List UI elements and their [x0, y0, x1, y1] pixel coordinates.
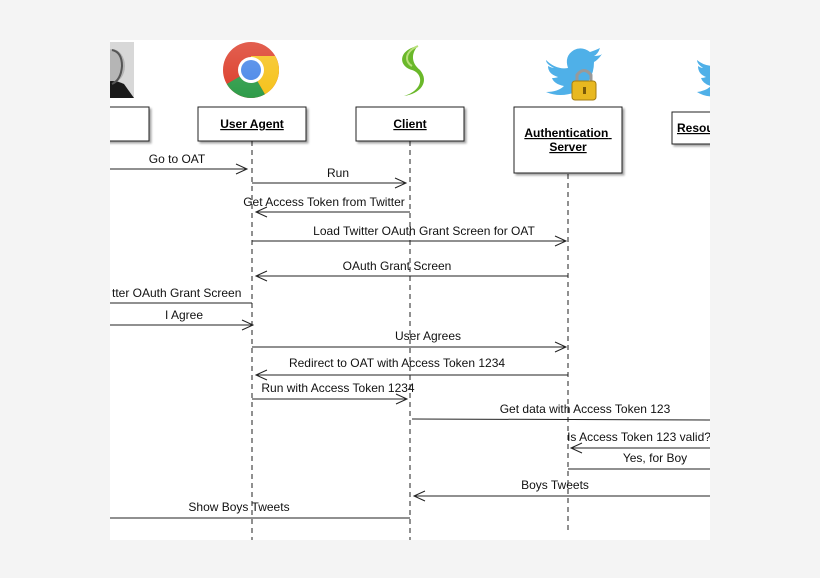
message-3: Load Twitter OAuth Grant Screen for OAT: [252, 224, 568, 247]
message-label: tter OAuth Grant Screen: [112, 286, 241, 300]
chrome-icon: [223, 42, 279, 98]
message-label: Boys Tweets: [521, 478, 589, 492]
message-10: Get data with Access Token 123: [411, 402, 710, 421]
message-5: tter OAuth Grant Screen: [110, 286, 252, 304]
message-label: Load Twitter OAuth Grant Screen for OAT: [313, 224, 535, 238]
user-photo-icon: [110, 42, 134, 98]
message-label: Go to OAT: [149, 152, 206, 166]
message-7: User Agrees: [252, 329, 568, 353]
message-label: Run with Access Token 1234: [261, 381, 415, 395]
message-label: Is Access Token 123 valid?: [567, 430, 710, 444]
twitter-lock-icon: [546, 48, 602, 101]
message-11: Is Access Token 123 valid?: [567, 430, 710, 454]
sequence-diagram: User Agent Client Authentication Server …: [110, 42, 710, 540]
message-8: Redirect to OAT with Access Token 1234: [254, 356, 568, 381]
message-label: I Agree: [165, 308, 203, 322]
twitter-bird-icon: [697, 60, 710, 97]
diagram-panel: User Agent Client Authentication Server …: [110, 40, 710, 540]
participant-resource-server: Resou: [671, 111, 710, 145]
message-label: OAuth Grant Screen: [343, 259, 452, 273]
participant-label: Authentication Server: [524, 126, 611, 154]
message-label: Yes, for Boy: [623, 451, 687, 465]
participant-client: Client: [355, 106, 465, 142]
message-13: Boys Tweets: [412, 478, 710, 502]
message-label: User Agrees: [395, 329, 461, 343]
participant-auth-server: Authentication Server: [513, 106, 623, 174]
message-label: Redirect to OAT with Access Token 1234: [289, 356, 505, 370]
participant-label: Resou: [677, 121, 710, 135]
message-label: Run: [327, 166, 349, 180]
participant-label: Client: [393, 117, 426, 131]
message-label: Show Boys Tweets: [188, 500, 289, 514]
message-4: OAuth Grant Screen: [254, 259, 568, 282]
message-1: Run: [252, 166, 408, 189]
participant-user-agent: User Agent: [197, 106, 307, 142]
message-12: Yes, for Boy: [568, 451, 710, 470]
message-label: Get data with Access Token 123: [500, 402, 671, 416]
participant-user: [110, 106, 150, 142]
participant-label: User Agent: [220, 117, 284, 131]
message-label: Get Access Token from Twitter: [243, 195, 405, 209]
message-0: Go to OAT: [110, 152, 249, 175]
message-2: Get Access Token from Twitter: [243, 195, 410, 218]
message-14: Show Boys Tweets: [110, 500, 410, 519]
client-app-icon: [389, 42, 431, 100]
message-9: Run with Access Token 1234: [252, 381, 415, 405]
message-6: I Agree: [110, 308, 255, 331]
